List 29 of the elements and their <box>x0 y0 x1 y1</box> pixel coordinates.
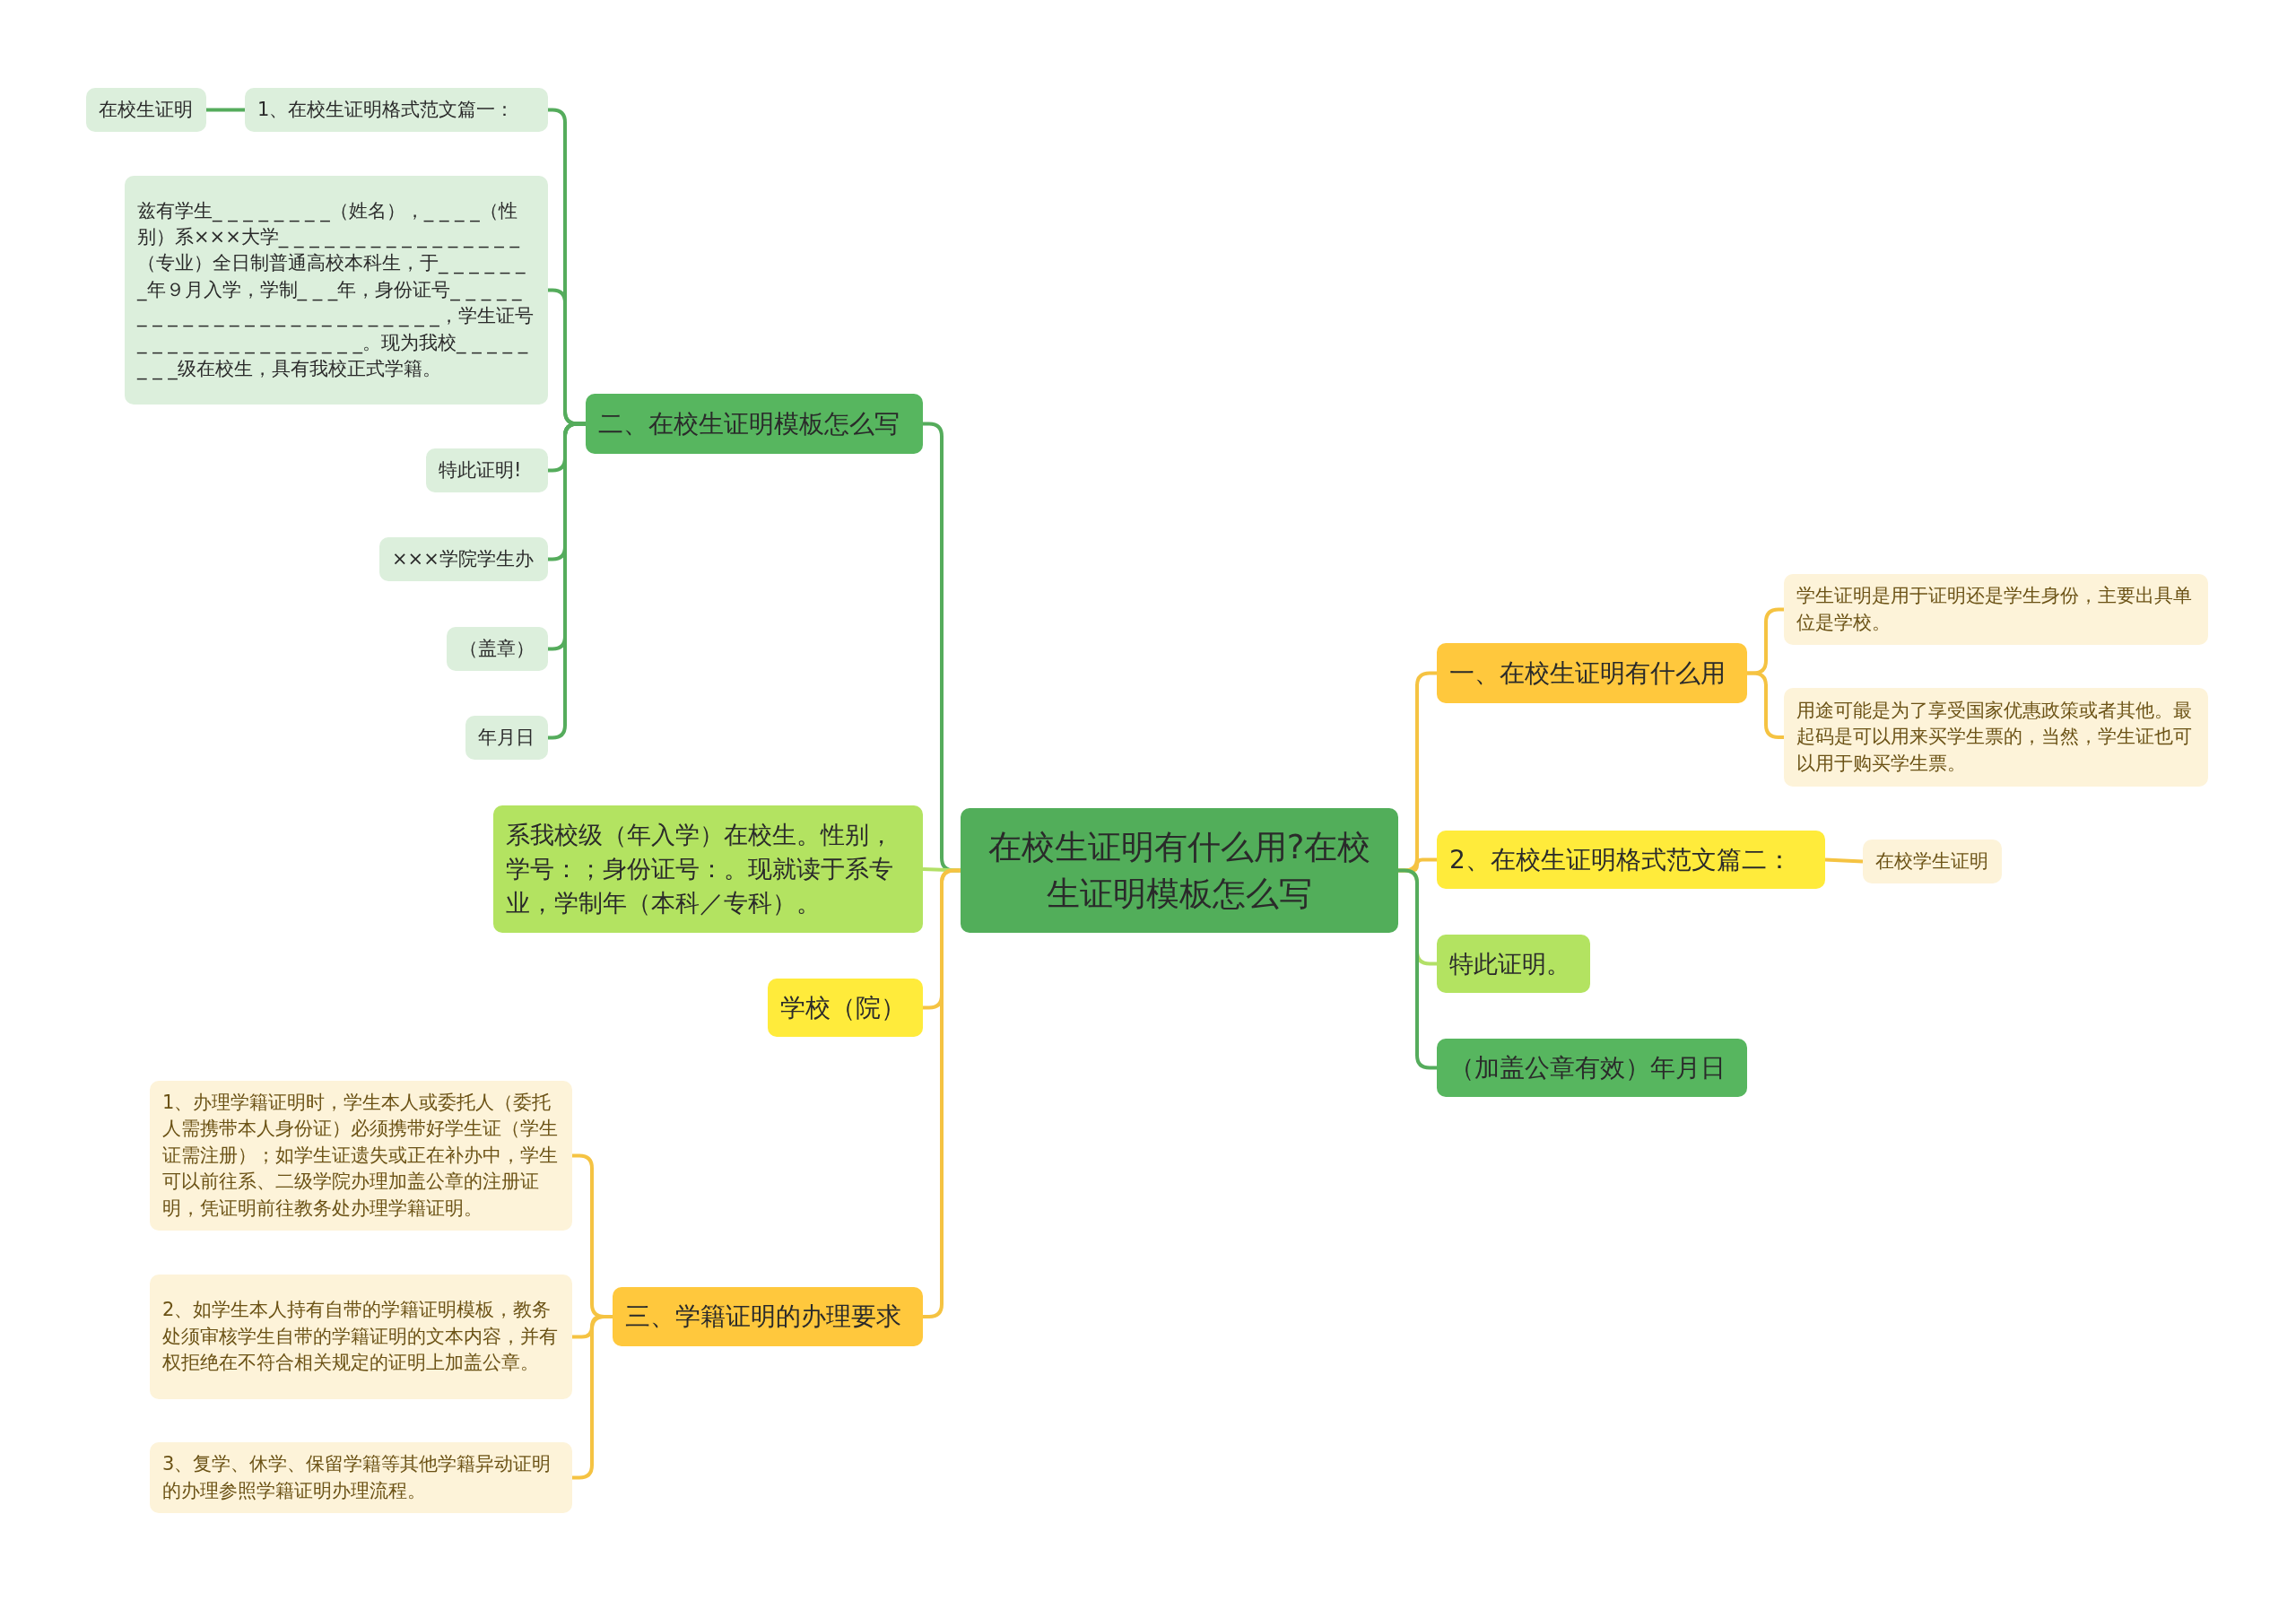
subtopic-box: 兹有学生_ _ _ _ _ _ _ _（姓名），_ _ _ _（性别）系×××大学_ _ _ _ _ _ _ _ _ _ _ _ _ _ _ _（专业）全日制普通高校本科生，于_ _ _ _ _ _ _年９月入学，学制_ _ _年，身份证号_ _ _ _ _ _ _ _ _ _ _ _ _ _ _ _ _ _ _ _ _ _ _ _ _，学生证号_ _ _ _ _ _ _ _ _ _ _ _ _ _ _。现为我校_ _ _ _ _ _ _ _级在校生，具有我校正式学籍。 <box>125 176 548 405</box>
topic-box: 学校（院） <box>768 979 923 1037</box>
connector-line <box>1824 857 1864 864</box>
connector-line <box>1747 671 1784 739</box>
topic-box: 特此证明。 <box>1437 935 1590 993</box>
subtopic-box: ×××学院学生办 <box>379 537 548 581</box>
connector-line <box>1398 868 1437 1070</box>
topic-box: 系我校级（年入学）在校生。性别，学号：；身份证号：。现就读于系专业，学制年（本科／专科）。 <box>493 805 923 933</box>
subtopic-box: 3、复学、休学、保留学籍等其他学籍异动证明的办理参照学籍证明办理流程。 <box>150 1442 572 1513</box>
subtopic-box: 年月日 <box>465 716 548 760</box>
subtopic-box: 2、如学生本人持有自带的学籍证明模板，教务处须审核学生自带的学籍证明的文本内容，并有权拒绝在不符合相关规定的证明上加盖公章。 <box>150 1275 572 1399</box>
topic-box: 2、在校生证明格式范文篇二： <box>1437 831 1825 889</box>
topic-box: 一、在校生证明有什么用 <box>1437 643 1747 703</box>
subtopic-box: 用途可能是为了享受国家优惠政策或者其他。最起码是可以用来买学生票的，当然，学生证也可以用于购买学生票。 <box>1784 688 2208 787</box>
connector-line <box>923 868 961 1318</box>
subtopic-box: 1、办理学籍证明时，学生本人或委托人（委托人需携带本人身份证）必须携带好学生证（学生证需注册）；如学生证遗失或正在补办中，学生可以前往系、二级学院办理加盖公章的注册证明，凭证明前往教务处办理学籍证明。 <box>150 1081 572 1231</box>
subtopic-box: （盖章） <box>447 627 548 671</box>
central-topic-box: 在校生证明有什么用?在校生证明模板怎么写 <box>961 808 1398 933</box>
subtopic-box: 特此证明! <box>426 448 548 492</box>
topic-box: 三、学籍证明的办理要求 <box>613 1287 923 1346</box>
connector-line <box>206 108 245 112</box>
subtopic-box: 1、在校生证明格式范文篇一： <box>245 88 548 132</box>
subtopic-box: 在校学生证明 <box>1863 840 2002 883</box>
topic-box: 二、在校生证明模板怎么写 <box>586 394 923 454</box>
subtopic-box: 学生证明是用于证明还是学生身份，主要出具单位是学校。 <box>1784 574 2208 645</box>
topic-box: （加盖公章有效）年月日 <box>1437 1039 1747 1097</box>
connector-line <box>922 867 961 873</box>
subtopic-box: 在校生证明 <box>86 88 206 132</box>
connector-line <box>572 1315 613 1480</box>
